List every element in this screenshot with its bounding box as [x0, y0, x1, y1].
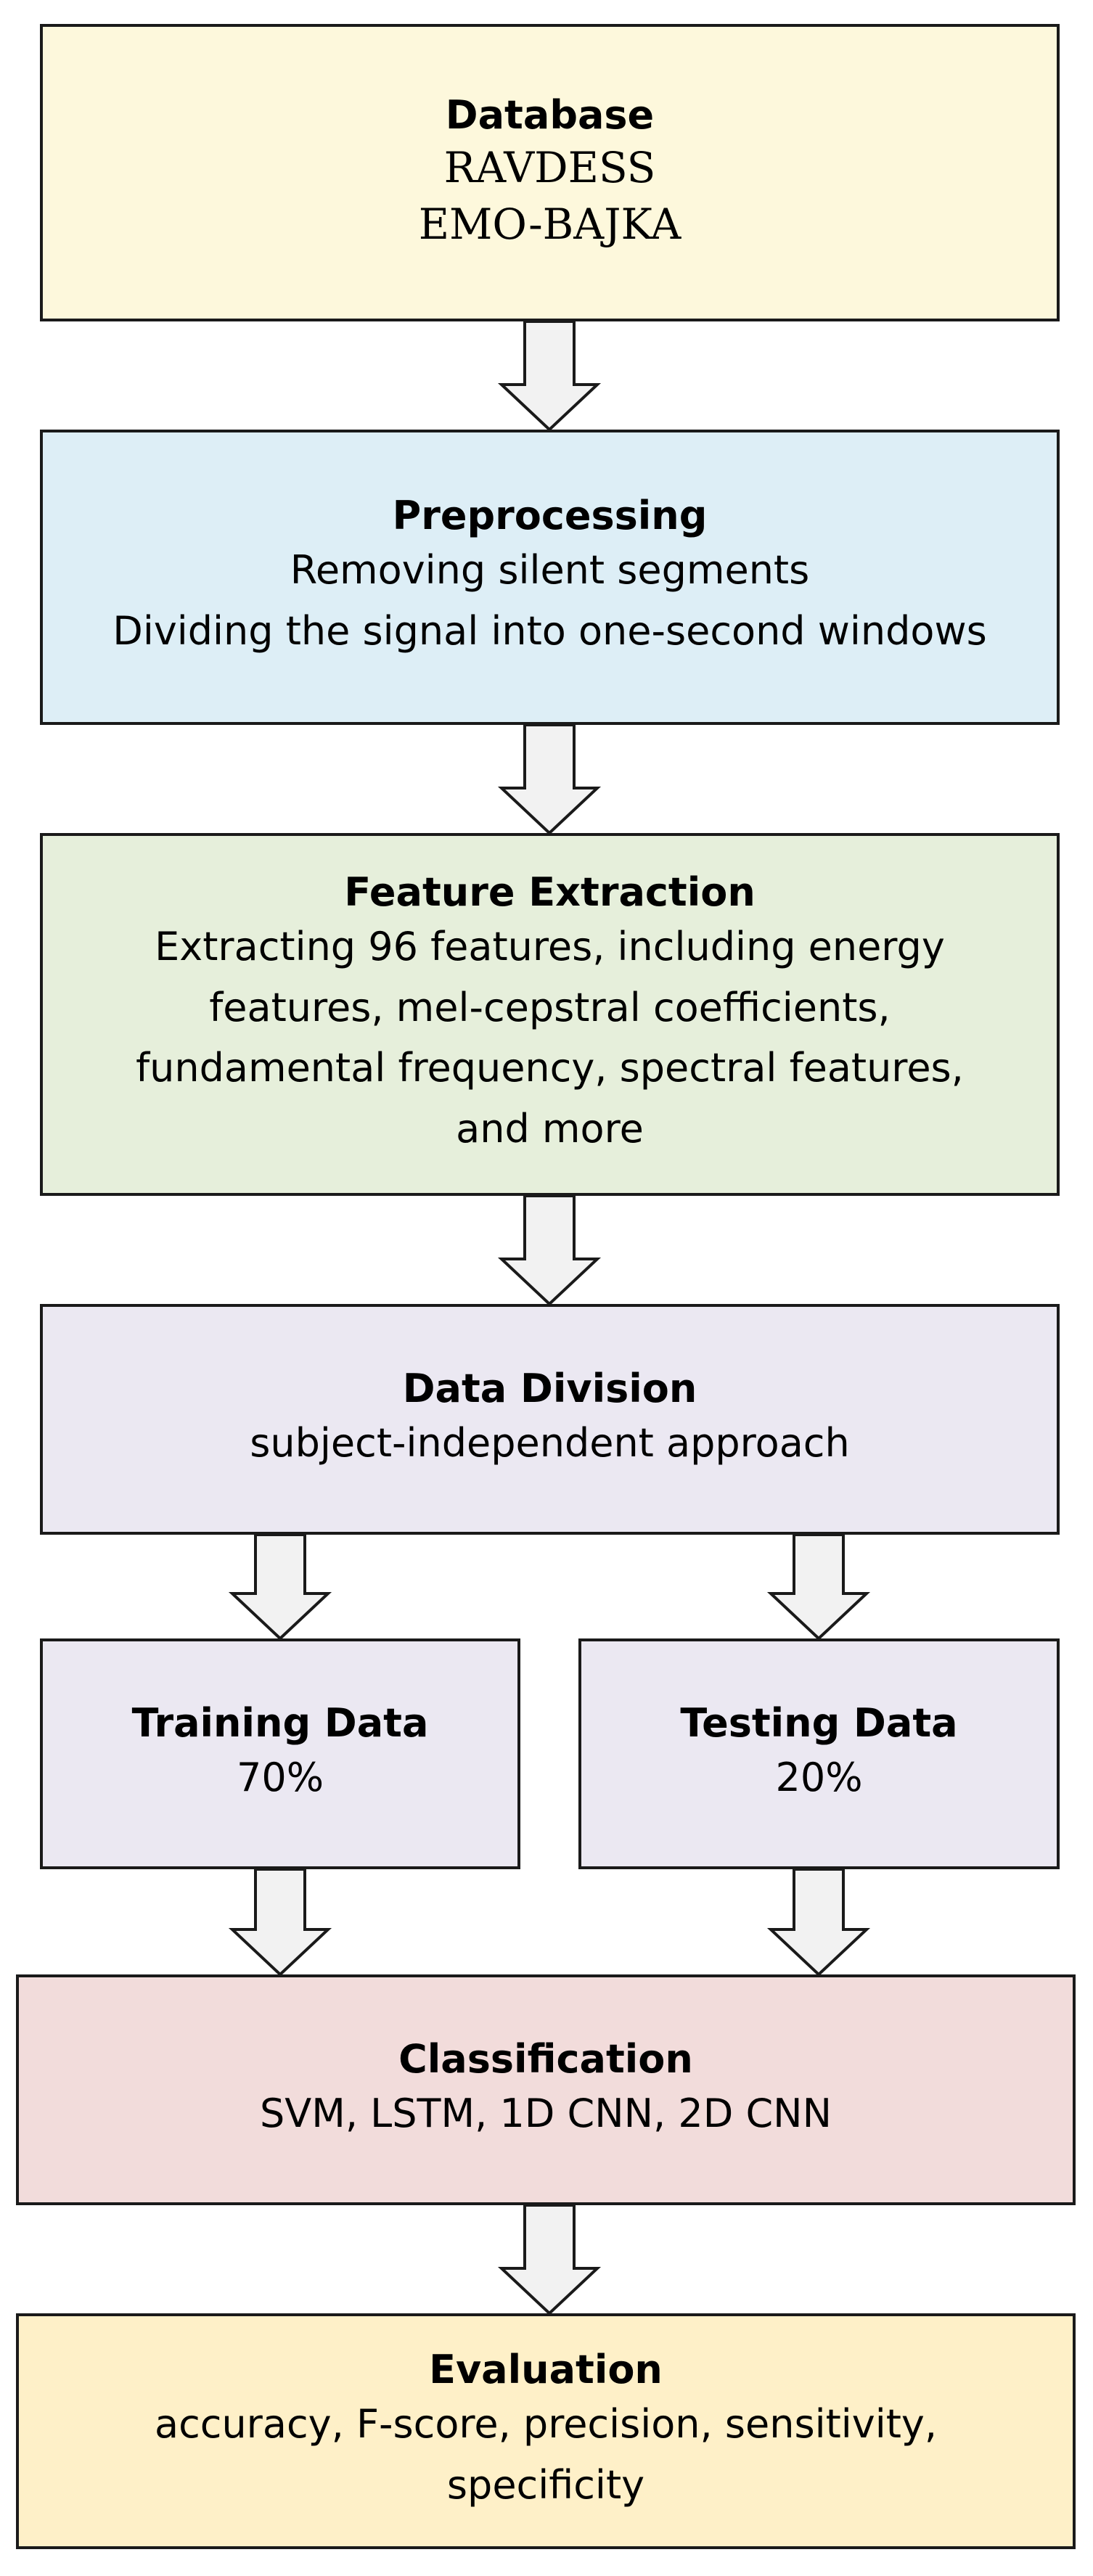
down-arrow — [228, 1868, 332, 1977]
feature-extraction-title: Feature Extraction — [344, 869, 756, 916]
feature-extraction-line: Extracting 96 features, including energy — [155, 924, 945, 970]
down-arrow — [497, 2204, 602, 2315]
classification-title: Classification — [398, 2035, 693, 2082]
feature-extraction-line: and more — [456, 1106, 644, 1152]
evaluation-lines: accuracy, F-score, precision, sensitivit… — [155, 2394, 937, 2515]
preprocessing-box: Preprocessing Removing silent segments D… — [40, 430, 1060, 725]
down-arrow — [766, 1868, 871, 1977]
data-division-line: subject-independent approach — [250, 1419, 850, 1466]
down-arrow — [228, 1533, 332, 1641]
feature-extraction-line: fundamental frequency, spectral features… — [136, 1045, 964, 1091]
database-box: Database RAVDESS EMO-BAJKA — [40, 24, 1060, 321]
preprocessing-lines: Removing silent segments Dividing the si… — [112, 540, 987, 661]
training-data-box: Training Data 70% — [40, 1638, 520, 1869]
down-arrow — [497, 320, 602, 432]
database-lines: RAVDESS EMO-BAJKA — [419, 139, 681, 253]
classification-box: Classification SVM, LSTM, 1D CNN, 2D CNN — [16, 1974, 1076, 2205]
preprocessing-title: Preprocessing — [392, 493, 708, 539]
classification-lines: SVM, LSTM, 1D CNN, 2D CNN — [260, 2083, 832, 2144]
feature-extraction-line: features, mel-cepstral coefficients, — [209, 984, 891, 1030]
testing-data-percent: 20% — [775, 1754, 863, 1800]
database-line: RAVDESS — [443, 143, 656, 193]
evaluation-title: Evaluation — [429, 2347, 663, 2393]
database-line: EMO-BAJKA — [418, 200, 681, 250]
data-division-title: Data Division — [402, 1365, 697, 1411]
evaluation-box: Evaluation accuracy, F-score, precision,… — [16, 2313, 1076, 2549]
data-division-lines: subject-independent approach — [250, 1413, 849, 1474]
training-data-lines: 70% — [237, 1747, 324, 1808]
training-data-title: Training Data — [131, 1699, 429, 1746]
classification-line: SVM, LSTM, 1D CNN, 2D CNN — [260, 2090, 832, 2136]
preprocessing-line: Dividing the signal into one-second wind… — [112, 607, 987, 654]
testing-data-title: Testing Data — [680, 1699, 958, 1746]
database-title: Database — [445, 92, 655, 139]
feature-extraction-lines: Extracting 96 features, including energy… — [136, 916, 964, 1160]
preprocessing-line: Removing silent segments — [290, 547, 810, 594]
evaluation-line: accuracy, F-score, precision, sensitivit… — [154, 2401, 938, 2448]
down-arrow — [497, 723, 602, 835]
testing-data-lines: 20% — [775, 1747, 862, 1808]
down-arrow — [766, 1533, 871, 1641]
feature-extraction-box: Feature Extraction Extracting 96 feature… — [40, 833, 1060, 1196]
data-division-box: Data Division subject-independent approa… — [40, 1304, 1060, 1535]
testing-data-box: Testing Data 20% — [578, 1638, 1060, 1869]
evaluation-line: specificity — [446, 2461, 645, 2508]
down-arrow — [497, 1194, 602, 1306]
training-data-percent: 70% — [236, 1754, 324, 1800]
